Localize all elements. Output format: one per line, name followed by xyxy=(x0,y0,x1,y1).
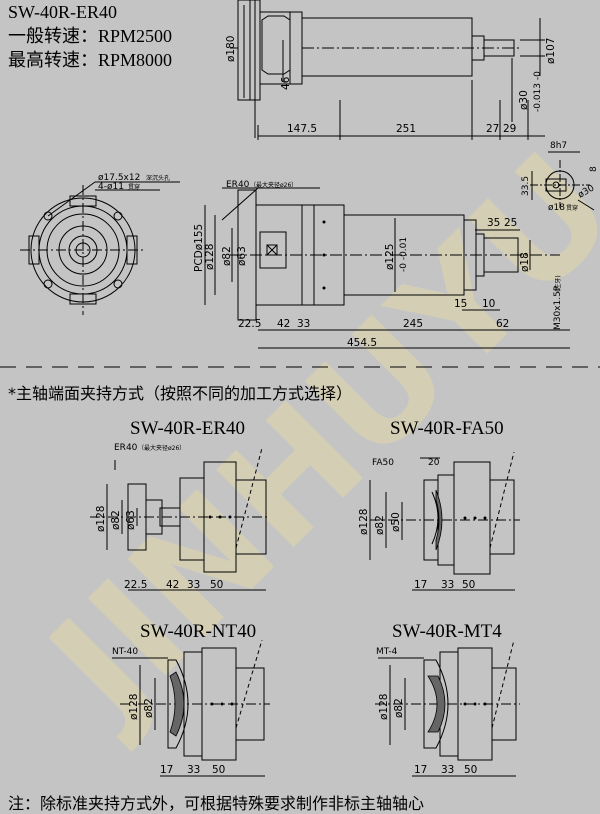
sec-er-note: （最大夹径ø26） xyxy=(250,181,297,189)
fa50-hatch xyxy=(435,489,443,551)
er40-len-4: 50 xyxy=(210,579,223,591)
sec-d82: ø82 xyxy=(221,246,233,266)
fa50-len-1: 17 xyxy=(414,579,427,591)
sec-len-33: 33 xyxy=(297,318,310,330)
sec-len-25: 25 xyxy=(504,217,517,229)
sec-thread: M30x1.5P xyxy=(553,285,563,330)
sec-d125-tol: -0 -0.01 xyxy=(399,237,409,272)
nt40-d128: ø128 xyxy=(128,694,140,720)
sec-len-62: 62 xyxy=(496,318,509,330)
side-len-147-5: 147.5 xyxy=(287,123,317,135)
side-d180: ø180 xyxy=(225,36,237,62)
mt4-len-3: 50 xyxy=(464,764,477,776)
fa50-len-2: 33 xyxy=(441,579,454,591)
mt4-d128: ø128 xyxy=(378,694,390,720)
side-d46: 46 xyxy=(280,76,292,90)
model-title: SW-40R-ER40 xyxy=(8,2,118,22)
end-view xyxy=(20,181,180,315)
sec-d128: ø128 xyxy=(204,244,216,270)
er40-d82: ø82 xyxy=(110,510,122,530)
er40-note: （最大夹径ø26） xyxy=(138,444,185,452)
sec-len-245: 245 xyxy=(403,318,423,330)
fa50-len-3: 50 xyxy=(462,579,475,591)
key-8: 8 xyxy=(589,166,599,172)
fa50-d128: ø128 xyxy=(358,509,370,535)
key-d18-note: 贯穿 xyxy=(566,204,578,212)
nt40-len-3: 50 xyxy=(212,764,225,776)
sec-len-22-5: 22.5 xyxy=(238,318,261,330)
nt40-d82: ø82 xyxy=(143,698,155,718)
side-d107: ø107 xyxy=(545,38,557,64)
mt4-hatch xyxy=(427,675,446,733)
fa50-label: FA50 xyxy=(372,458,394,468)
side-len-27: 27 xyxy=(486,123,499,135)
nt40-hatch xyxy=(169,671,185,737)
er40-len-1: 22.5 xyxy=(124,579,147,591)
side-view xyxy=(230,0,545,140)
er40-d128: ø128 xyxy=(95,506,107,532)
footnote: 注：除标准夹持方式外，可根据特殊要求制作非标主轴轴心 xyxy=(8,794,425,813)
variant-title-mt4: SW-40R-MT4 xyxy=(392,621,502,642)
sec-d63: ø63 xyxy=(236,246,248,266)
er40-label: ER40 xyxy=(114,443,138,453)
nt40-len-2: 33 xyxy=(187,764,200,776)
sec-pcd: PCDø155 xyxy=(193,224,205,272)
fa50-d82: ø82 xyxy=(374,515,386,535)
sec-d18: ø18 xyxy=(519,252,531,272)
variant-title-nt40: SW-40R-NT40 xyxy=(140,621,257,642)
end-thru-note: 贯穿 xyxy=(128,183,140,191)
end-holes-label: ø17.5x12 xyxy=(98,173,140,183)
variant-er40-drawing xyxy=(90,447,270,591)
sec-len-10: 10 xyxy=(482,298,495,310)
nt40-label: NT-40 xyxy=(112,647,138,657)
sec-len-42: 42 xyxy=(277,318,290,330)
side-d30-tol: -0.013 -0 xyxy=(533,71,543,112)
section-view xyxy=(204,187,570,349)
sec-len-454-5: 454.5 xyxy=(347,337,377,349)
variant-mt4-drawing xyxy=(375,639,520,777)
normal-speed: 一般转速：RPM2500 xyxy=(8,26,173,46)
sec-len-35: 35 xyxy=(487,217,500,229)
side-len-29: 29 xyxy=(503,123,516,135)
end-holes-note: 深沉头孔 xyxy=(146,174,170,182)
fa50-top: 20 xyxy=(428,458,440,468)
side-d30: ø30 xyxy=(518,90,530,110)
key-33-5: 33.5 xyxy=(521,176,531,196)
sec-d125: ø125 xyxy=(384,244,396,270)
max-speed: 最高转速：RPM8000 xyxy=(8,50,173,70)
side-len-251: 251 xyxy=(396,123,416,135)
variant-title-fa50: SW-40R-FA50 xyxy=(390,418,504,439)
mt4-len-1: 17 xyxy=(414,764,427,776)
er40-len-3: 33 xyxy=(187,579,200,591)
variant-nt40-drawing xyxy=(112,639,270,777)
mt4-d82: ø82 xyxy=(393,698,405,718)
nt40-len-1: 17 xyxy=(160,764,173,776)
variant-title-er40: SW-40R-ER40 xyxy=(130,418,246,439)
mt4-len-2: 33 xyxy=(441,764,454,776)
sec-len-15: 15 xyxy=(454,298,467,310)
fa50-d50: ø50 xyxy=(390,512,402,532)
sec-thread-note: (左牙) xyxy=(554,275,562,292)
keyway-detail xyxy=(530,151,595,211)
key-8h7: 8h7 xyxy=(550,141,567,151)
section-title: *主轴端面夹持方式（按照不同的加工方式选择） xyxy=(8,384,353,403)
key-d18: ø18 xyxy=(548,203,565,213)
mt4-label: MT-4 xyxy=(376,647,398,657)
end-thru-label: 4-ø11 xyxy=(98,182,124,192)
er40-len-2: 42 xyxy=(166,579,179,591)
er40-d63: ø63 xyxy=(125,510,137,530)
variant-fa50-drawing xyxy=(369,451,520,591)
sec-er-label: ER40 xyxy=(226,180,250,190)
